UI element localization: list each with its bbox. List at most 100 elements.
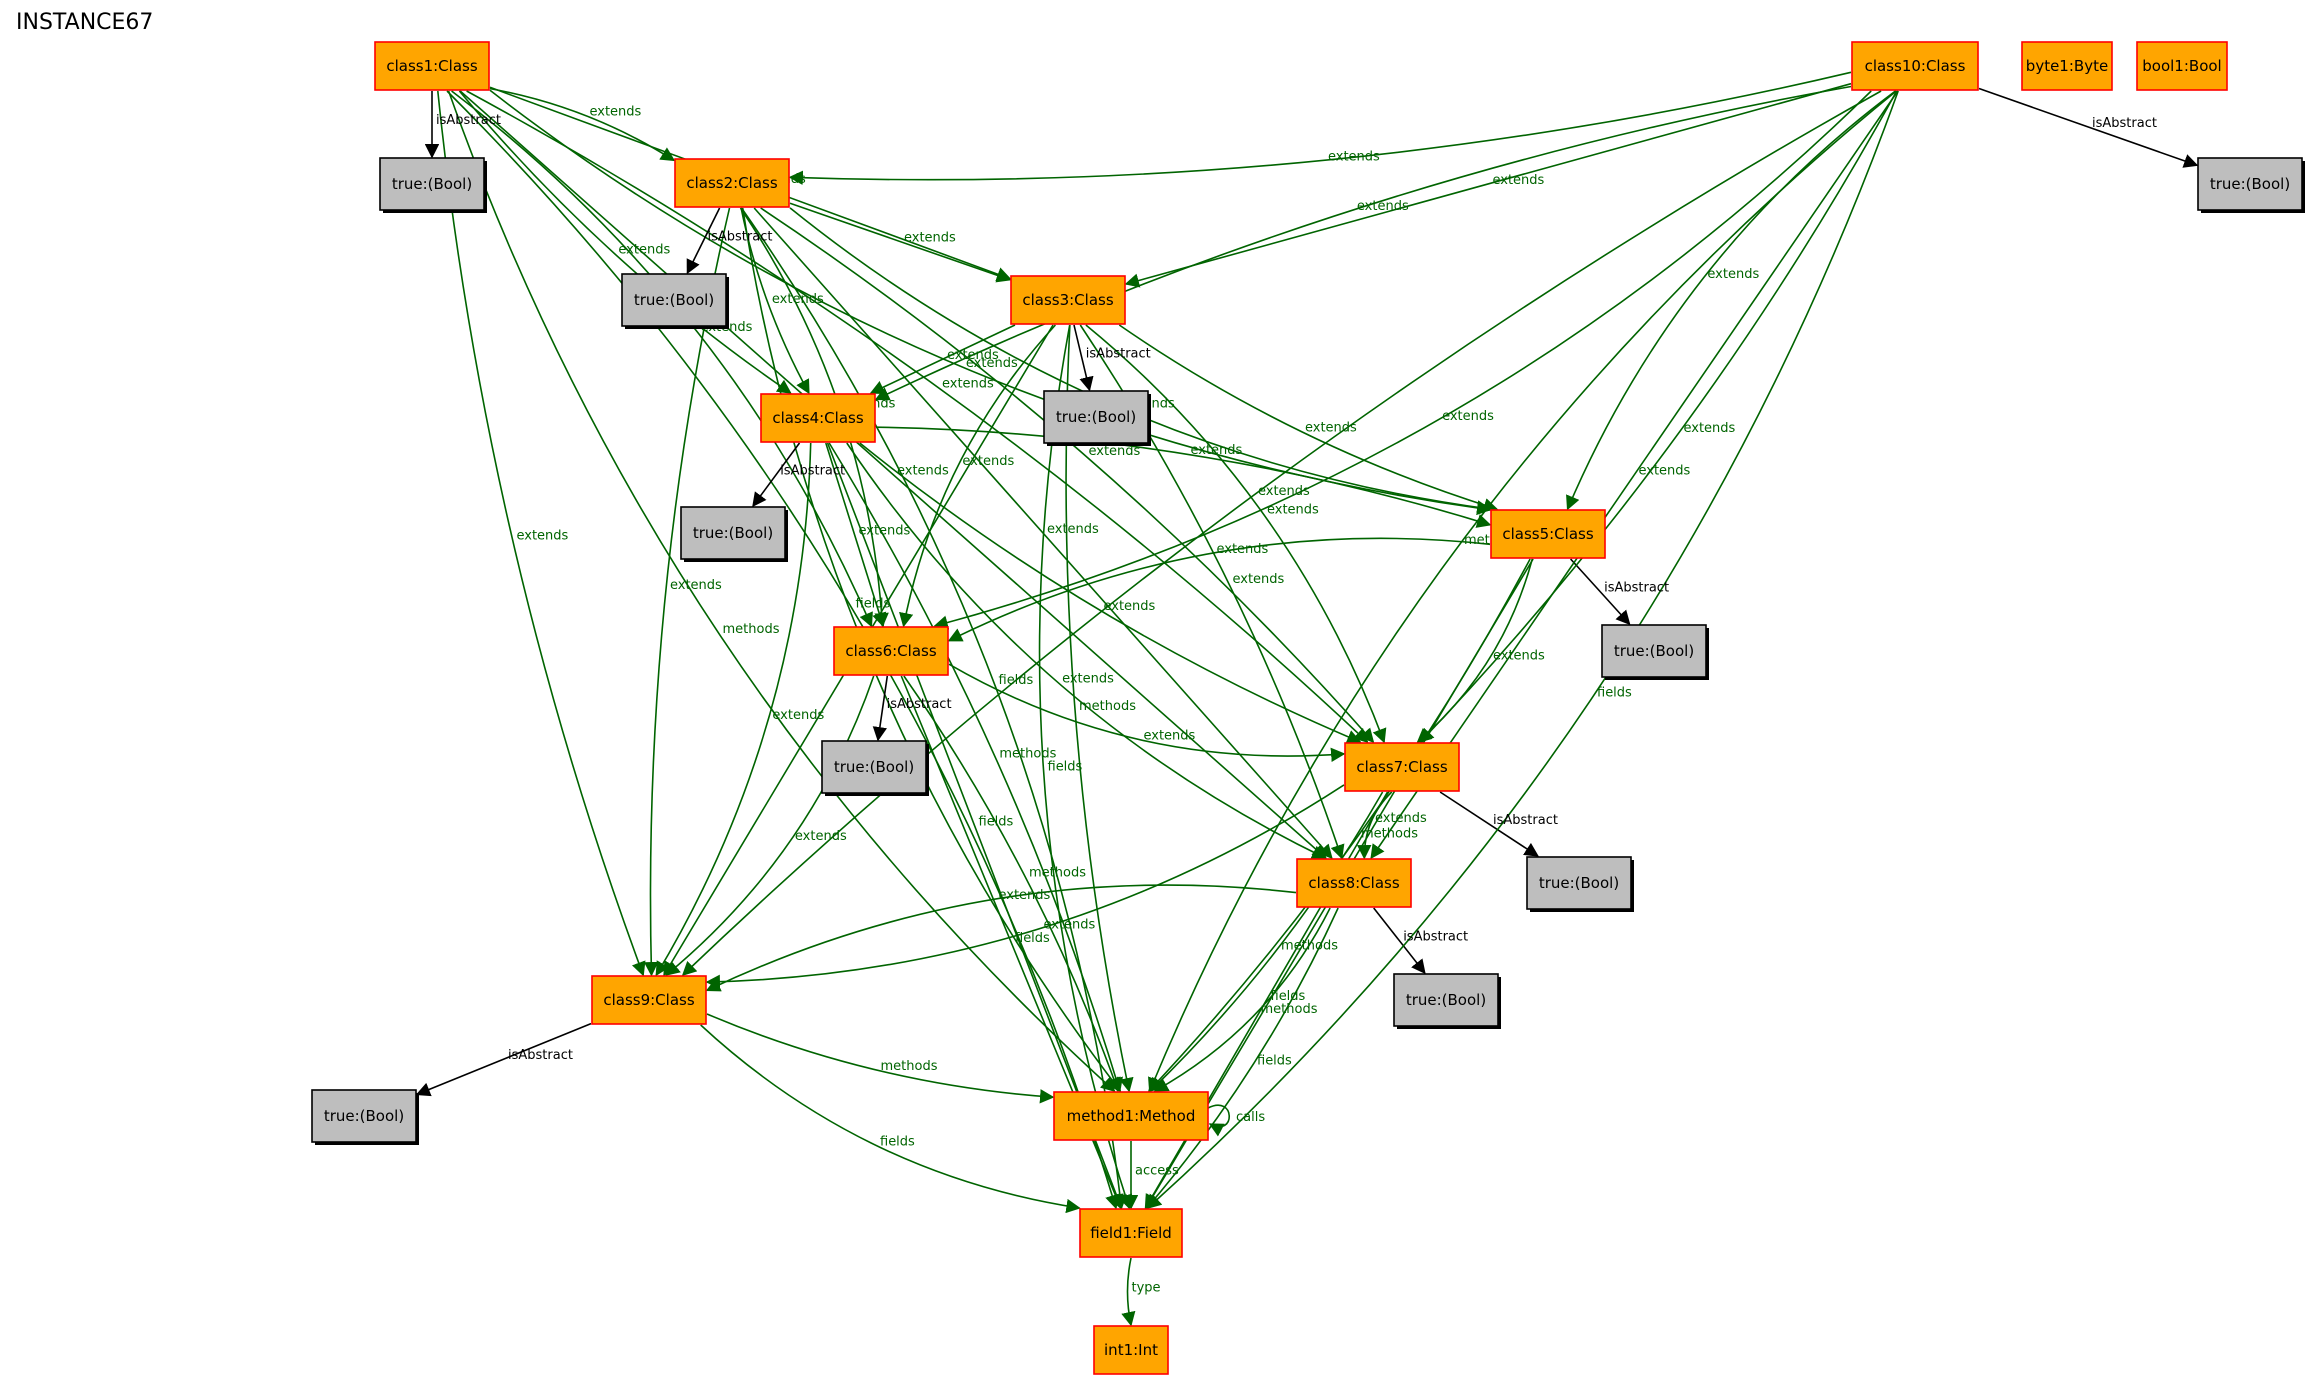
edge-label-isAbstract: isAbstract <box>887 697 952 712</box>
node-class10: class10:Class <box>1851 41 1979 91</box>
edge-label-fields: fields <box>880 1134 915 1149</box>
node-t10: true:(Bool) <box>2197 157 2305 213</box>
node-label: true:(Bool) <box>1406 991 1486 1009</box>
edge-class8-method1 <box>1153 907 1331 1092</box>
edge-class9-t9 <box>415 1022 592 1097</box>
node-t7: true:(Bool) <box>1526 856 1634 912</box>
node-t5: true:(Bool) <box>1601 624 1709 680</box>
edge-label-extends: extends <box>1104 599 1156 614</box>
node-label: class2:Class <box>686 174 777 192</box>
node-label: class1:Class <box>386 57 477 75</box>
edge-label-isAbstract: isAbstract <box>436 113 501 128</box>
edge-class4-class9 <box>655 442 812 977</box>
edge-class3-class4 <box>869 324 1016 394</box>
edge-label-isAbstract: isAbstract <box>1493 813 1558 828</box>
edge-label-methods: methods <box>1261 1002 1318 1017</box>
edge-label-extends: extends <box>1684 421 1736 436</box>
node-label: true:(Bool) <box>1614 642 1694 660</box>
edge-class1-class9 <box>437 90 646 977</box>
edge-label-fields: fields <box>856 597 891 612</box>
edge-label-extends: extends <box>1267 503 1319 518</box>
node-label: class9:Class <box>603 991 694 1009</box>
edge-label-isAbstract: isAbstract <box>780 464 845 479</box>
edge-class10-class4 <box>874 85 1852 401</box>
node-label: class10:Class <box>1865 57 1966 75</box>
node-class2: class2:Class <box>674 158 790 208</box>
edge-label-methods: methods <box>1079 699 1136 714</box>
node-class7: class7:Class <box>1344 742 1460 792</box>
edge-class2-field1 <box>740 207 1128 1210</box>
edge-class3-class5 <box>1118 324 1499 513</box>
edge-label-extends: extends <box>962 454 1014 469</box>
node-label: true:(Bool) <box>324 1107 404 1125</box>
node-t9: true:(Bool) <box>311 1089 419 1145</box>
edge-label-fields: fields <box>1271 989 1306 1004</box>
edge-label-extends: extends <box>904 231 956 246</box>
edge-label-isAbstract: isAbstract <box>2092 116 2157 131</box>
edge-label-methods: methods <box>723 622 780 637</box>
edge-class7-field1 <box>1144 791 1389 1210</box>
node-label: true:(Bool) <box>1539 874 1619 892</box>
edge-class1-class6 <box>451 90 873 628</box>
node-t2: true:(Bool) <box>621 273 729 329</box>
node-field1: field1:Field <box>1079 1208 1183 1258</box>
edge-class3-field1 <box>1038 324 1133 1210</box>
node-label: method1:Method <box>1067 1107 1196 1125</box>
node-label: true:(Bool) <box>1056 408 1136 426</box>
node-class8: class8:Class <box>1296 858 1412 908</box>
edge-class10-class9 <box>681 90 1882 976</box>
edge-label-access: access <box>1135 1164 1179 1179</box>
edge-class4-class7 <box>859 442 1362 744</box>
node-class6: class6:Class <box>833 626 949 676</box>
node-label: true:(Bool) <box>693 524 773 542</box>
edge-label-extends: extends <box>1089 444 1141 459</box>
node-t1: true:(Bool) <box>379 157 487 213</box>
edge-label-extends: extends <box>670 578 722 593</box>
edge-label-extends: extends <box>1493 648 1545 663</box>
node-method1: method1:Method <box>1053 1091 1209 1141</box>
node-bool1: bool1:Bool <box>2136 41 2228 91</box>
edge-class6-method1 <box>903 675 1121 1093</box>
node-class9: class9:Class <box>591 975 707 1025</box>
edge-label-isAbstract: isAbstract <box>1086 347 1151 362</box>
edge-label-fields: fields <box>1015 931 1050 946</box>
edge-class10-class7 <box>1419 90 1898 744</box>
edge-class1-class7 <box>466 90 1369 743</box>
node-t8: true:(Bool) <box>1393 973 1501 1029</box>
edge-class3-class7 <box>1085 324 1387 744</box>
edge-label-fields: fields <box>1257 1054 1292 1069</box>
edge-label-extends: extends <box>1639 464 1691 479</box>
edge-label-extends: extends <box>1442 409 1494 424</box>
edge-label-extends: extends <box>1062 672 1114 687</box>
edge-class8-t8 <box>1373 907 1426 975</box>
edge-method1-method1 <box>1207 1104 1230 1137</box>
node-byte1: byte1:Byte <box>2021 41 2113 91</box>
node-label: class4:Class <box>772 409 863 427</box>
edge-class6-class7 <box>948 663 1346 762</box>
edge-class10-class6 <box>933 90 1872 630</box>
edge-label-extends: extends <box>1493 173 1545 188</box>
edge-label-extends: extends <box>947 348 999 363</box>
edge-label-extends: extends <box>1328 149 1380 164</box>
node-label: true:(Bool) <box>2210 175 2290 193</box>
node-label: class8:Class <box>1308 874 1399 892</box>
edge-class10-class3 <box>1124 82 1852 288</box>
edge-class2-class3 <box>789 202 1012 283</box>
edge-label-extends: extends <box>966 356 1018 371</box>
edge-class8-field1 <box>1145 907 1339 1210</box>
edge-class4-method1 <box>828 442 1123 1093</box>
edge-label-isAbstract: isAbstract <box>1403 930 1468 945</box>
edge-layer <box>415 71 2199 1327</box>
edge-class1-field1 <box>446 90 1120 1210</box>
edge-field1-int1 <box>1121 1257 1136 1327</box>
node-class1: class1:Class <box>374 41 490 91</box>
edge-class3-class6 <box>899 324 1056 628</box>
node-int1: int1:Int <box>1093 1325 1169 1375</box>
edge-label-extends: extends <box>1044 918 1096 933</box>
edge-label-extends: extends <box>1233 572 1285 587</box>
edge-label-extends: extends <box>590 105 642 120</box>
edge-label-extends: extends <box>1191 443 1243 458</box>
edge-class10-class2 <box>788 71 1852 185</box>
edge-class10-field1 <box>1146 90 1899 1209</box>
edge-class7-t7 <box>1439 791 1540 857</box>
